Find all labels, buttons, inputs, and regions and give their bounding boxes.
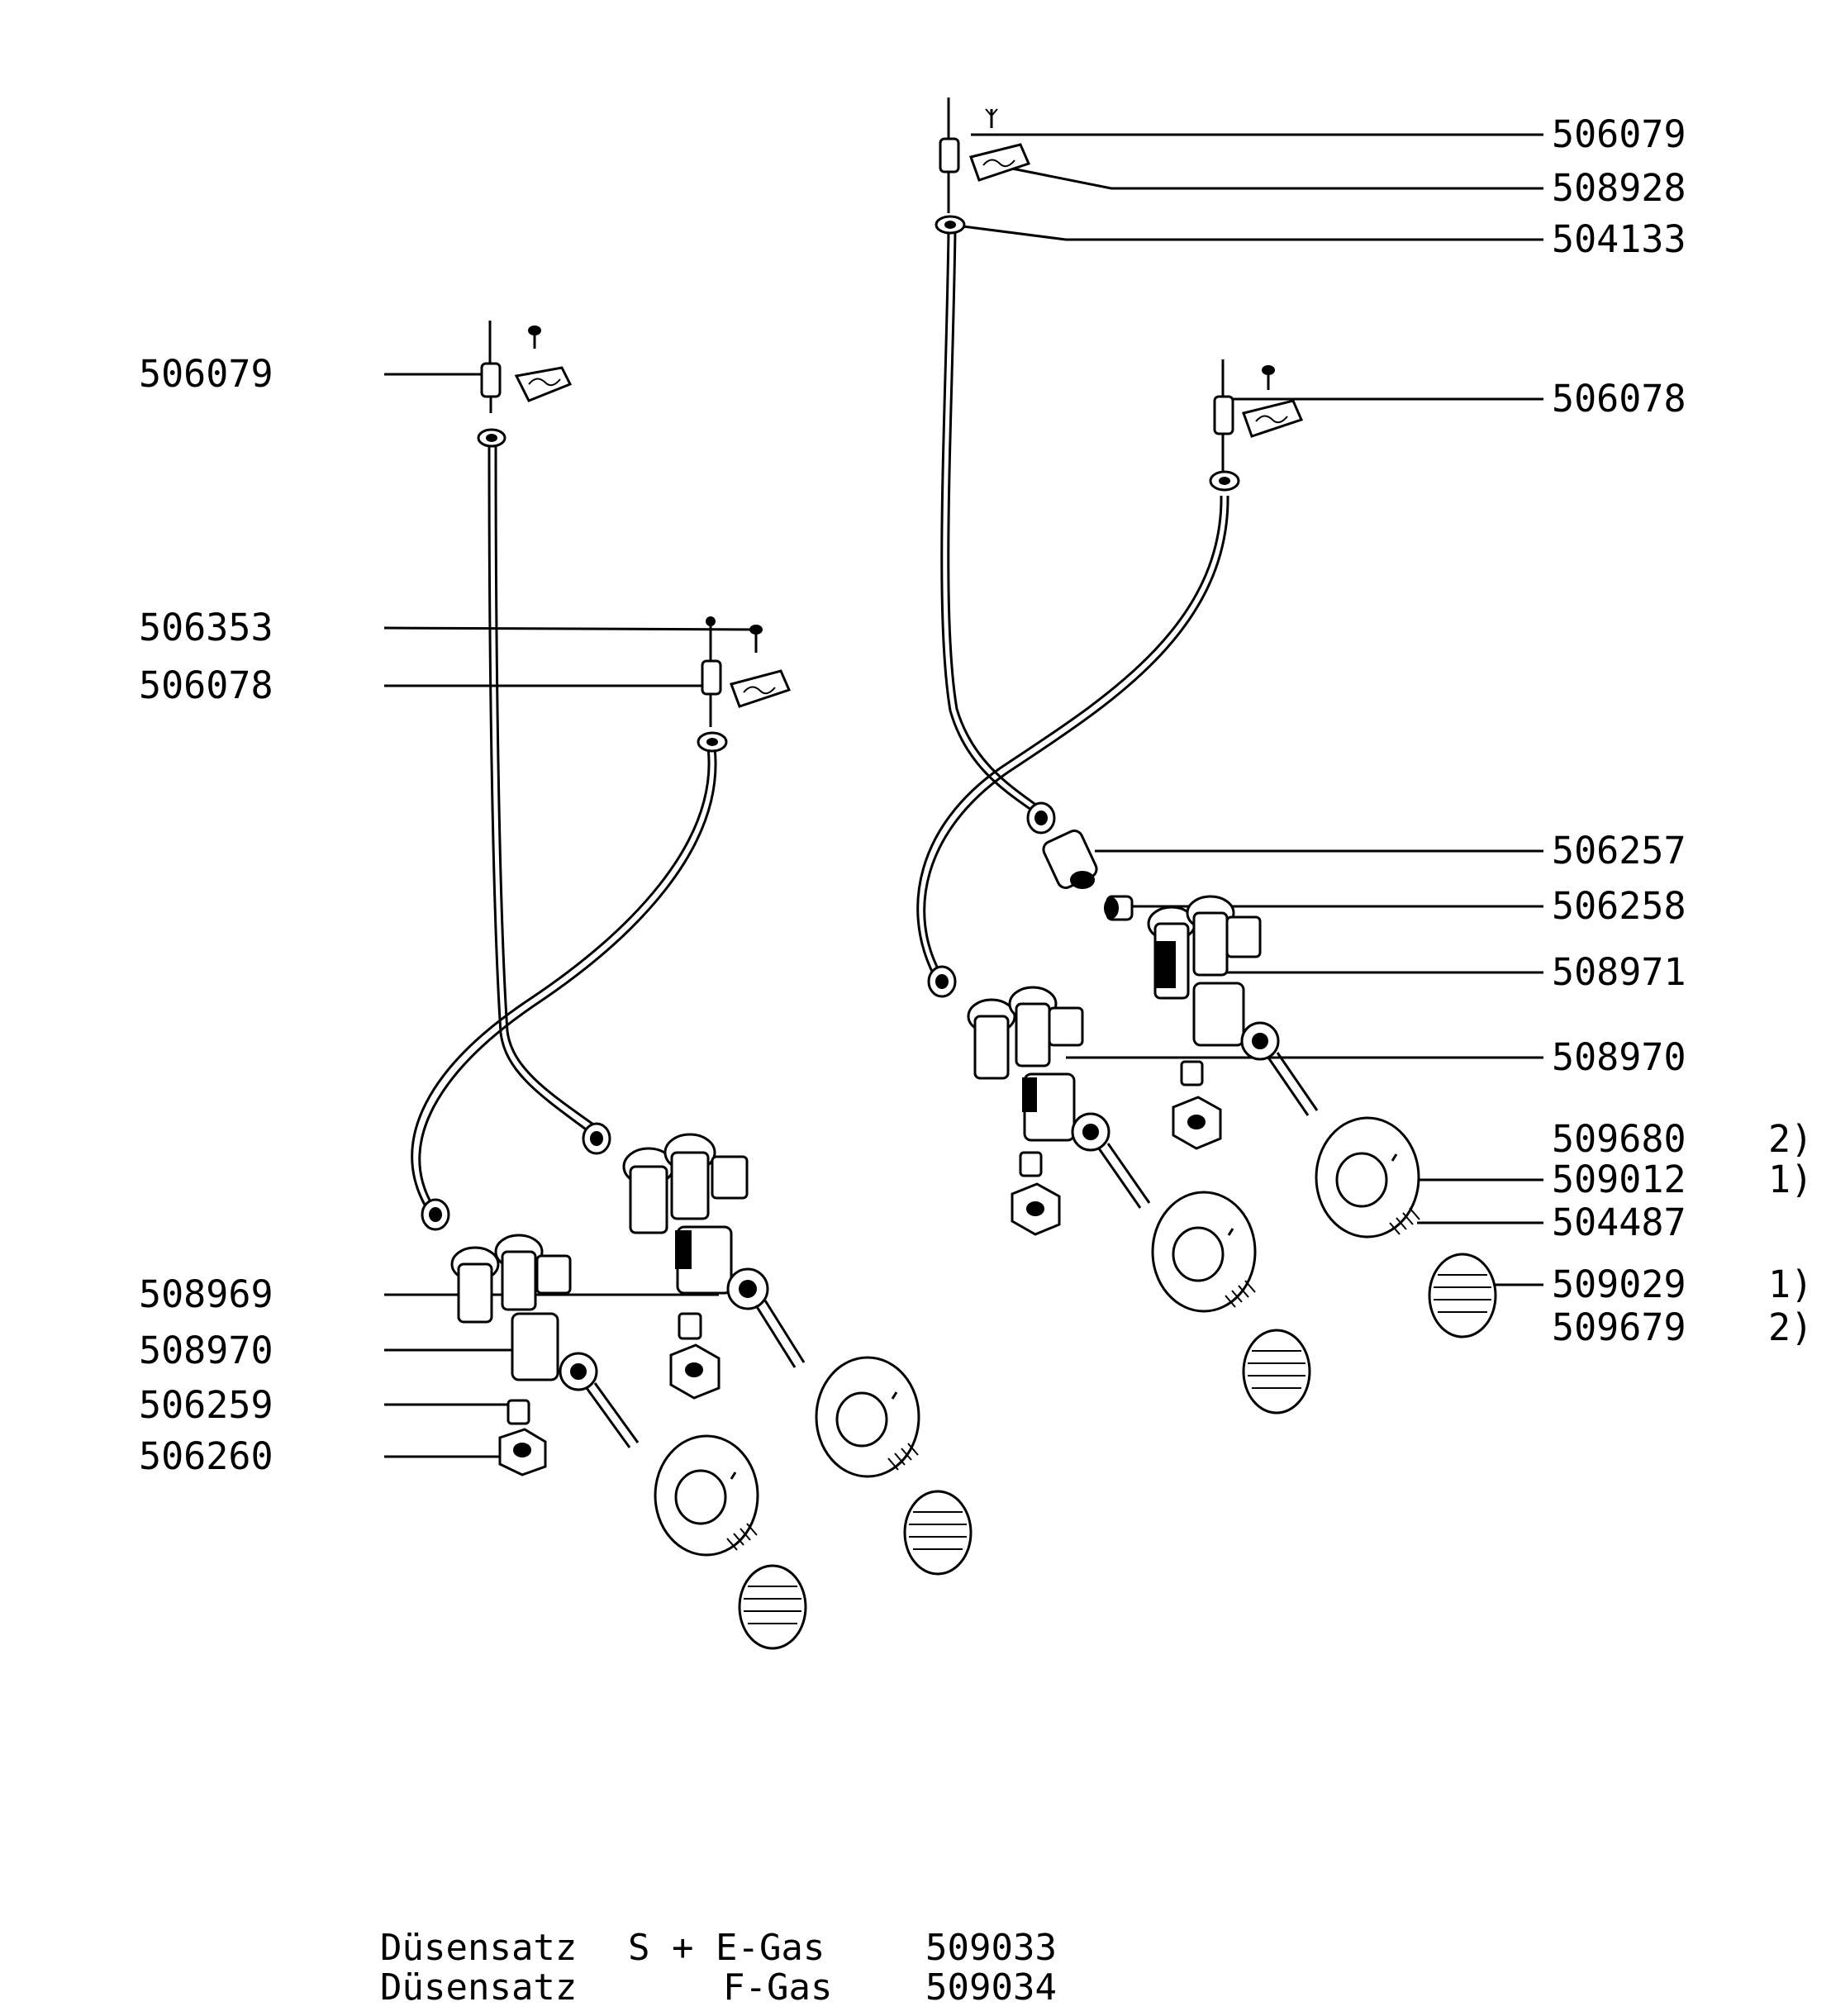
thermocouple-heads <box>477 97 1304 753</box>
footnote-ref-1-509012: 1) <box>1768 1158 1813 1201</box>
part-number-506257: 506257 <box>1552 829 1686 872</box>
footnote-ref-1-509029: 1) <box>1768 1262 1813 1306</box>
gas-valve-left-1 <box>450 1234 640 1476</box>
control-knob-set-3 <box>1151 1191 1311 1415</box>
left-part-labels: 506079 506353 506078 508969 508970 50625… <box>139 352 273 1478</box>
part-number-504487: 504487 <box>1552 1201 1686 1244</box>
nozzle-set-number-2: 509034 <box>925 1966 1057 2009</box>
footnote-ref-2-509680: 2) <box>1768 1117 1813 1161</box>
thermocouple-tip-left-2 <box>697 616 792 753</box>
nozzle-set-gas-2: F-Gas <box>723 1966 832 2009</box>
nozzle-set-number-1: 509033 <box>925 1927 1057 1969</box>
leader-lines <box>383 133 1543 1458</box>
part-number-509680: 509680 <box>1552 1117 1686 1161</box>
part-number-508970-right: 508970 <box>1552 1035 1686 1079</box>
gas-valve-right-2 <box>1147 895 1319 1150</box>
part-number-506259: 506259 <box>139 1383 273 1427</box>
part-number-509679: 509679 <box>1552 1305 1686 1349</box>
control-knob-set-1 <box>654 1434 807 1650</box>
part-number-508928: 508928 <box>1552 166 1686 210</box>
part-number-506079-left: 506079 <box>139 352 273 396</box>
part-number-509012: 509012 <box>1552 1158 1686 1201</box>
thermocouple-tip-left-1 <box>477 321 573 448</box>
right-part-labels: 506079 508928 504133 506078 506257 50625… <box>1552 112 1813 1349</box>
part-number-506078-left: 506078 <box>139 663 273 707</box>
control-knob-set-2 <box>815 1356 973 1576</box>
part-number-506260: 506260 <box>139 1434 273 1478</box>
gas-valve-right-1 <box>967 986 1151 1236</box>
part-number-508969: 508969 <box>139 1272 273 1316</box>
nozzle-set-name-2: Düsensatz <box>380 1966 577 2009</box>
thermocouple-tubes <box>411 231 1229 1207</box>
part-number-506079-right: 506079 <box>1552 112 1686 156</box>
nozzle-set-table: Düsensatz S + E-Gas 509033 Düsensatz F-G… <box>380 1927 1057 2009</box>
part-number-508970-left: 508970 <box>139 1329 273 1372</box>
nozzle-set-name-1: Düsensatz <box>380 1927 577 1969</box>
part-number-506353: 506353 <box>139 606 273 649</box>
tube-end-nuts <box>421 801 1056 1231</box>
part-number-506078-right: 506078 <box>1552 377 1686 421</box>
part-number-508971: 508971 <box>1552 950 1686 994</box>
thermocouple-tip-right-1 <box>935 97 1031 235</box>
part-number-504133: 504133 <box>1552 217 1686 261</box>
thermocouple-tip-right-2 <box>1209 359 1304 492</box>
footnote-ref-2-509679: 2) <box>1768 1305 1813 1349</box>
gas-valve-left-2 <box>622 1133 806 1400</box>
nozzle-set-gas-1: S + E-Gas <box>628 1927 825 1969</box>
part-number-509029: 509029 <box>1552 1262 1686 1306</box>
nozzle-parts <box>1042 830 1134 921</box>
part-number-506258: 506258 <box>1552 884 1686 928</box>
control-knob-set-4 <box>1315 1116 1497 1338</box>
